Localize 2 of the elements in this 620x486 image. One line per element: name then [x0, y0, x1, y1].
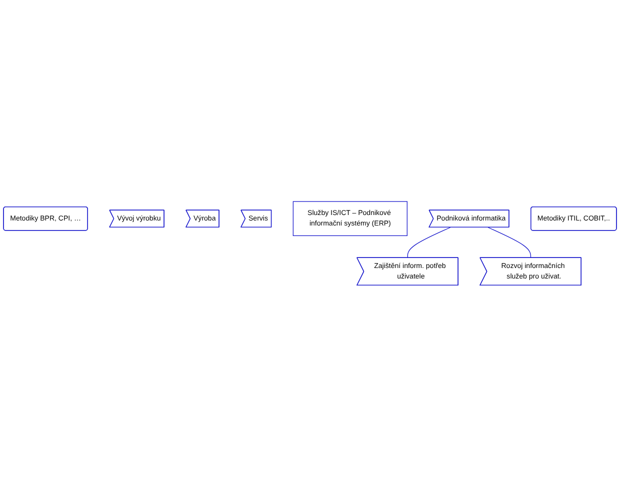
connector	[488, 226, 532, 258]
connector	[407, 226, 451, 258]
